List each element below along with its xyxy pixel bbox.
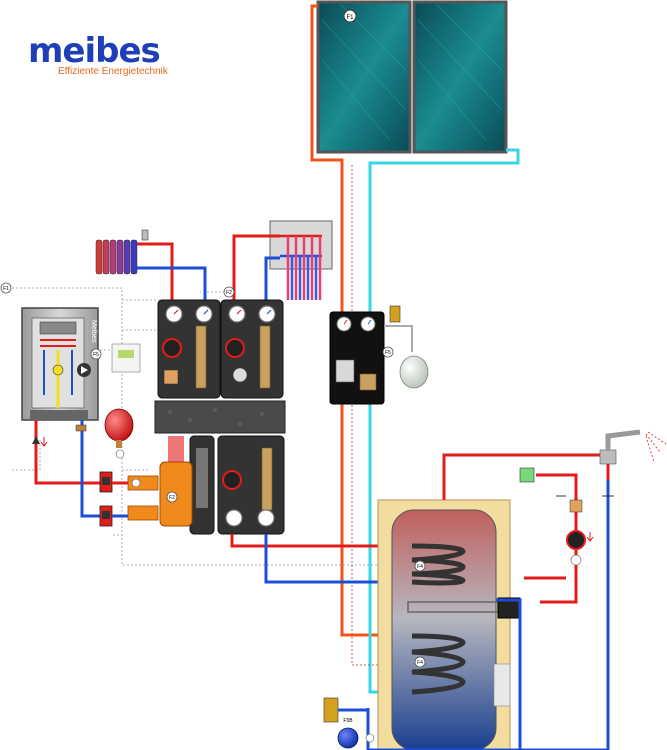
distribution-manifold-beam: [154, 400, 286, 434]
manifold-pipes: [232, 234, 280, 305]
pump-group-upper-left: [157, 299, 221, 399]
boiler-pipes: [34, 420, 100, 518]
radiator-pipes: [137, 242, 207, 305]
pump-group-upper-right: [220, 299, 284, 399]
pump-group-lower: [217, 435, 285, 535]
kitchen-faucet: [599, 429, 667, 465]
sensor-label-safety: F5B: [343, 718, 353, 724]
distribution-beam-texture: [168, 408, 264, 426]
solar-pipes: [310, 4, 520, 694]
storage-charge-pipes: [230, 534, 392, 584]
storage-tank: F4 F4: [377, 499, 521, 750]
separator-pipes: [112, 481, 128, 518]
sensor-label-storage-lower: F4: [417, 660, 423, 666]
expansion-vessel-heating: [104, 408, 134, 459]
radiator: [95, 229, 149, 275]
sensor-label-outdoor: F1: [3, 286, 9, 292]
wall-boiler: Meibes: [21, 307, 99, 421]
cold-water-safety-group: F5B: [323, 697, 375, 749]
sensor-label-pump: F5: [385, 350, 391, 356]
solar-collector-array: F1: [316, 0, 508, 154]
sensor-label-collector: F1: [346, 15, 354, 21]
room-controller: F5: [90, 343, 141, 373]
solar-pump-station: F5: [329, 311, 394, 405]
brand-tagline: Effiziente Energietechnik: [58, 66, 168, 77]
floor-heating-manifold: [269, 220, 333, 300]
sensor-label-circuit: F2: [226, 290, 232, 296]
sensor-label-storage-upper: F4: [417, 564, 423, 570]
mixing-group-lower-left: [189, 435, 215, 535]
boiler-valves: [32, 424, 113, 527]
solar-safety-group: [384, 305, 429, 389]
sensor-label-separator: F2: [169, 495, 175, 501]
hydraulic-separator: F2: [127, 436, 193, 527]
brand-logo: meibes: [28, 34, 161, 71]
boiler-brand: Meibes: [90, 320, 97, 343]
sensor-label-room: F5: [93, 352, 99, 358]
dhw-components: [519, 467, 614, 566]
